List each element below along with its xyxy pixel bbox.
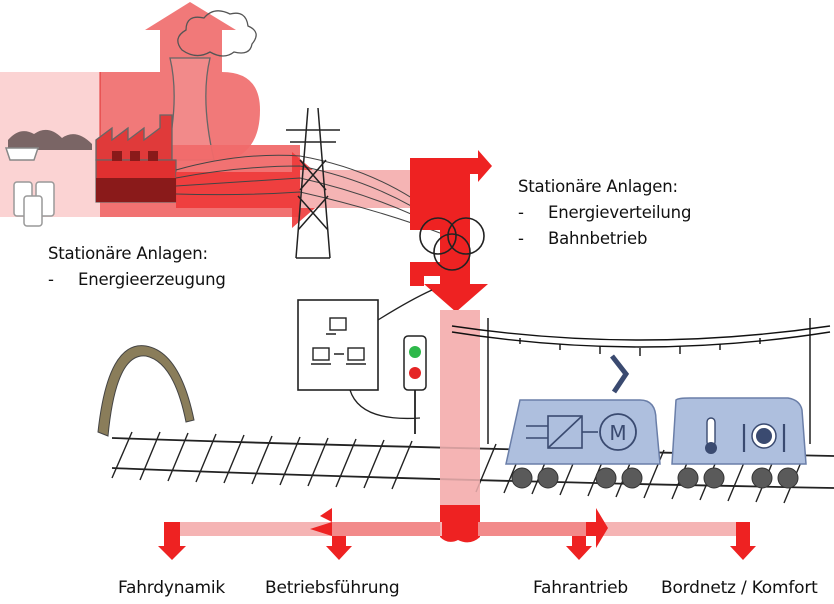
transmission-band — [300, 170, 410, 208]
motor-icon — [599, 413, 637, 451]
wheels — [511, 467, 799, 489]
generation-heading: Stationäre Anlagen: — [48, 244, 208, 263]
catenary — [451, 318, 831, 444]
converter-icon — [526, 415, 598, 449]
output-label-fahrdynamik: Fahrdynamik — [118, 578, 226, 598]
smoke-cloud-icon — [177, 10, 257, 57]
signal-red-light — [409, 367, 421, 379]
signal-green-light — [409, 346, 421, 358]
factory-icon — [95, 114, 177, 203]
output-label-fahrantrieb: Fahrantrieb — [533, 578, 629, 598]
power-lines — [175, 154, 449, 237]
generation-item: Energieerzeugung — [78, 270, 226, 289]
output-label-bordnetz-komfort: Bordnetz / Komfort — [661, 578, 818, 598]
transformer-icon — [419, 217, 485, 271]
generation-label: Stationäre Anlagen: -Energieerzeugung — [48, 241, 226, 293]
distribution-item-2: Bahnbetrieb — [548, 229, 648, 248]
locomotive: M — [505, 399, 661, 465]
transmission-tower-icon — [286, 107, 340, 259]
coal-icon — [4, 129, 92, 161]
output-label-betriebsfuehrung: Betriebsführung — [265, 578, 400, 598]
cooling-tower-icon — [165, 57, 215, 161]
distribution-item-1: Energieverteilung — [548, 203, 692, 222]
signal-icon — [403, 335, 427, 434]
output-distribution — [158, 505, 756, 560]
distribution-label: Stationäre Anlagen: -Energieverteilung -… — [518, 174, 691, 252]
network-box — [297, 299, 379, 391]
left-arrow-bottom — [310, 522, 332, 536]
distribution-heading: Stationäre Anlagen: — [518, 177, 678, 196]
pantograph-icon — [610, 354, 630, 394]
distribution-branch-left — [410, 262, 440, 286]
motor-symbol: M — [609, 421, 626, 445]
tunnel-icon — [97, 345, 195, 437]
distribution-arrow-down — [424, 230, 488, 312]
plate-cutlery-icon — [742, 423, 786, 452]
computer-network-icon — [311, 317, 366, 365]
barrels-icon — [13, 181, 55, 227]
thermometer-icon — [705, 417, 717, 454]
distribution-arrow-right — [410, 150, 492, 230]
coach — [671, 397, 807, 465]
generation-arrow — [176, 152, 336, 228]
